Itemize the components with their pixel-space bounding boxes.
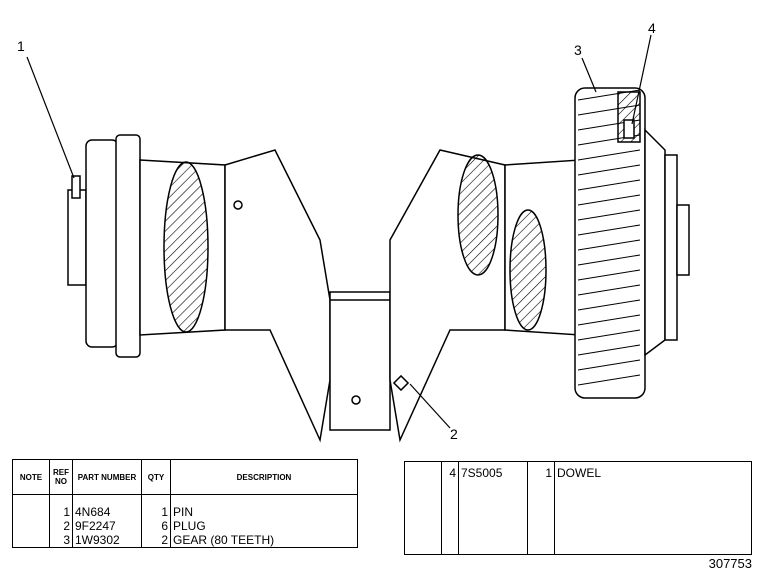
qty-value: 2 — [161, 533, 168, 547]
left-flange — [67, 134, 141, 358]
qty-value: 1 — [161, 505, 168, 519]
crankpin — [329, 291, 391, 431]
left-journal-section — [163, 161, 209, 333]
part-cell: 7S5005 — [458, 461, 528, 555]
right-journal-section — [457, 154, 499, 276]
ref-value: 2 — [63, 519, 70, 533]
description-value: PLUG — [173, 519, 206, 533]
table-row: 4 7S5005 1 DOWEL — [404, 461, 752, 555]
parts-table-right: 4 7S5005 1 DOWEL — [404, 461, 752, 555]
part-cell: 4N684 9F2247 1W9302 — [72, 494, 142, 548]
ref-cell: 4 — [441, 461, 459, 555]
callout-1: 1 — [17, 38, 25, 54]
part-value: 9F2247 — [75, 519, 116, 533]
gear — [574, 87, 646, 399]
description-value: PIN — [173, 505, 194, 519]
callout-2: 2 — [450, 426, 458, 442]
description-cell: PIN PLUG GEAR (80 TEETH) — [170, 494, 358, 548]
qty-value: 6 — [161, 519, 168, 533]
crankshaft-drawing — [26, 34, 690, 443]
description-value: GEAR (80 TEETH) — [173, 533, 275, 547]
callout-4: 4 — [648, 20, 656, 36]
description-header: DESCRIPTION — [170, 459, 358, 495]
ref-header: REF NO — [49, 459, 73, 495]
figure-number: 307753 — [708, 556, 752, 571]
ref-cell: 1 2 3 — [49, 494, 73, 548]
ref-value: 3 — [63, 533, 70, 547]
description-cell: DOWEL — [554, 461, 752, 555]
note-header: NOTE — [12, 459, 50, 495]
qty-header: QTY — [141, 459, 171, 495]
callout-3: 3 — [574, 42, 582, 58]
qty-cell: 1 — [527, 461, 555, 555]
note-cell — [404, 461, 442, 555]
header-row: NOTE REF NO PART NUMBER QTY DESCRIPTION — [12, 459, 358, 495]
part-value: 1W9302 — [75, 533, 120, 547]
parts-table-left: NOTE REF NO PART NUMBER QTY DESCRIPTION … — [12, 459, 358, 548]
note-cell — [12, 494, 50, 548]
part-number-header: PART NUMBER — [72, 459, 142, 495]
table-row: 1 2 3 4N684 9F2247 1W9302 1 6 2 PIN PLUG… — [12, 494, 358, 548]
ref-value: 1 — [63, 505, 70, 519]
part-value: 4N684 — [75, 505, 111, 519]
qty-cell: 1 6 2 — [141, 494, 171, 548]
left-web — [224, 149, 331, 443]
